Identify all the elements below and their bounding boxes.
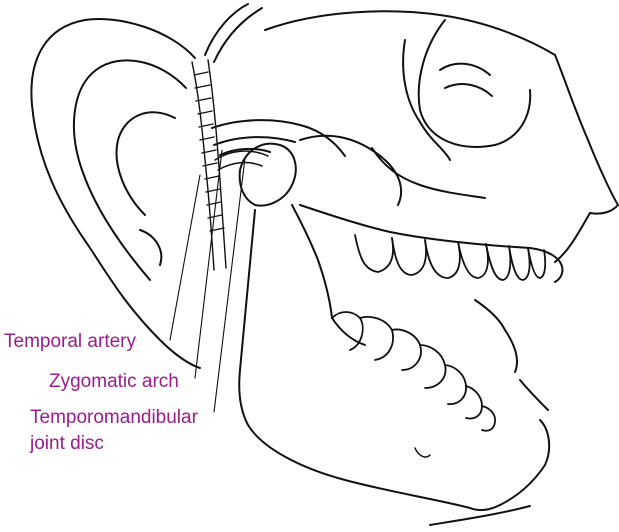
label-tmj-disc-line2: joint disc	[30, 433, 104, 455]
temporal-skin-strokes	[205, 4, 262, 62]
temporal-artery-band	[192, 60, 226, 270]
leader-line-temporal-artery	[170, 175, 200, 340]
leader-line-zygomatic-arch	[195, 150, 222, 378]
lower-teeth	[332, 312, 495, 431]
skull	[265, 11, 618, 262]
label-temporal-artery: Temporal artery	[4, 331, 136, 353]
maxilla	[300, 205, 562, 282]
label-zygomatic-arch: Zygomatic arch	[49, 371, 179, 393]
label-tmj-disc-line1: Temporomandibular	[30, 407, 198, 429]
zygomatic-arch	[212, 120, 345, 156]
chin-soft-tissue	[430, 300, 548, 525]
